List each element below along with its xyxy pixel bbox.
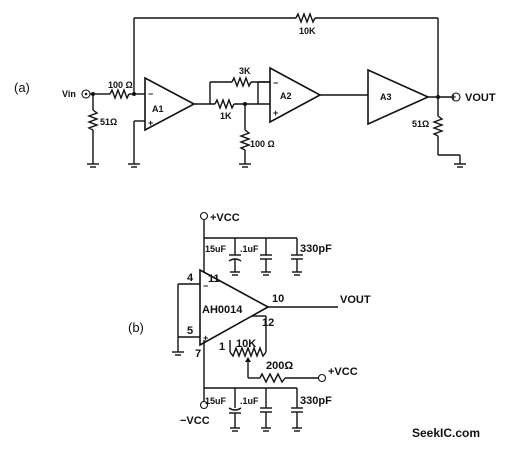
- pot-label: 10K: [236, 338, 256, 350]
- pin-12-label: 12: [262, 317, 274, 329]
- vout-terminal: [451, 92, 461, 102]
- svg-text:+: +: [203, 333, 208, 343]
- pin-5-label: 5: [187, 325, 193, 337]
- feedback-10k-label: 10K: [299, 26, 316, 36]
- pot-10k: [229, 346, 267, 378]
- input-resistor: [109, 88, 130, 100]
- cap-bot-15uf: [228, 388, 242, 432]
- ah0014-amplifier: [199, 268, 270, 347]
- cap-bot-330pf: [291, 388, 303, 432]
- amplifier-a1: [144, 76, 196, 132]
- cap-top-330pf: [291, 238, 303, 276]
- vcc-pos-label: +VCC: [210, 212, 240, 224]
- pin-1-label: 1: [219, 341, 225, 353]
- pin-7-label: 7: [195, 348, 201, 360]
- interstage-label: 1K: [220, 111, 232, 121]
- cap-bot-01uf-label: .1uF: [240, 396, 259, 406]
- pin-10-label: 10: [272, 293, 284, 305]
- svg-text:−: −: [148, 89, 153, 99]
- b-vout-label: VOUT: [340, 294, 371, 306]
- a1-label: A1: [152, 104, 164, 114]
- feedback-10k-resistor: [295, 12, 316, 24]
- svg-text:+: +: [148, 118, 153, 128]
- interstage-shunt-label: 100 Ω: [250, 139, 275, 149]
- cap-bot-15uf-label: 15uF: [205, 396, 227, 406]
- watermark: SeekIC.com: [412, 426, 480, 440]
- resistor-200-label: 200Ω: [266, 360, 293, 372]
- cap-top-330pf-label: 330pF: [300, 243, 332, 255]
- a2-label: A2: [280, 91, 292, 101]
- cap-top-01uf: [260, 238, 272, 276]
- interstage-resistor: [214, 98, 235, 110]
- feedback-3k-label: 3K: [239, 66, 251, 76]
- vcc-pos-terminal: [199, 211, 209, 221]
- vcc-neg-terminal: [199, 400, 209, 410]
- cap-top-15uf: [228, 238, 242, 276]
- svg-text:+: +: [451, 92, 456, 102]
- cap-top-01uf-label: .1uF: [240, 244, 259, 254]
- svg-text:−: −: [273, 78, 278, 88]
- input-shunt-label: 51Ω: [100, 117, 117, 127]
- input-resistor-label: 100 Ω: [108, 80, 133, 90]
- resistor-200: [259, 372, 286, 384]
- vcc-neg-label: −VCC: [180, 415, 210, 427]
- feedback-3k-resistor: [231, 76, 252, 88]
- diagram-b: (b) +VCC 15uF .1uF 330pF: [128, 211, 371, 432]
- output-shunt-label: 51Ω: [412, 119, 429, 129]
- diagram-a-label: (a): [14, 80, 30, 95]
- input-shunt-resistor: [87, 109, 99, 131]
- pin-4-label: 4: [187, 272, 194, 284]
- amplifier-a3: [367, 68, 430, 126]
- vout-label: VOUT: [465, 92, 496, 104]
- output-shunt-resistor: [432, 115, 444, 137]
- cap-bot-330pf-label: 330pF: [300, 395, 332, 407]
- chip-label: AH0014: [202, 304, 243, 316]
- pin-11-label: 11: [208, 273, 220, 285]
- interstage-shunt-resistor: [239, 129, 251, 151]
- a3-label: A3: [380, 92, 392, 102]
- adj-vcc-terminal: [317, 373, 327, 383]
- adj-vcc-label: +VCC: [328, 366, 358, 378]
- diagram-a: (a) Vin 51Ω 100 Ω A1 − +: [14, 12, 496, 168]
- diagram-b-label: (b): [128, 320, 144, 335]
- svg-text:−: −: [203, 281, 208, 291]
- cap-bot-01uf: [260, 388, 272, 432]
- amplifier-a2: [269, 66, 322, 124]
- vin-label: Vin: [62, 89, 76, 99]
- cap-top-15uf-label: 15uF: [205, 244, 227, 254]
- svg-text:+: +: [273, 108, 278, 118]
